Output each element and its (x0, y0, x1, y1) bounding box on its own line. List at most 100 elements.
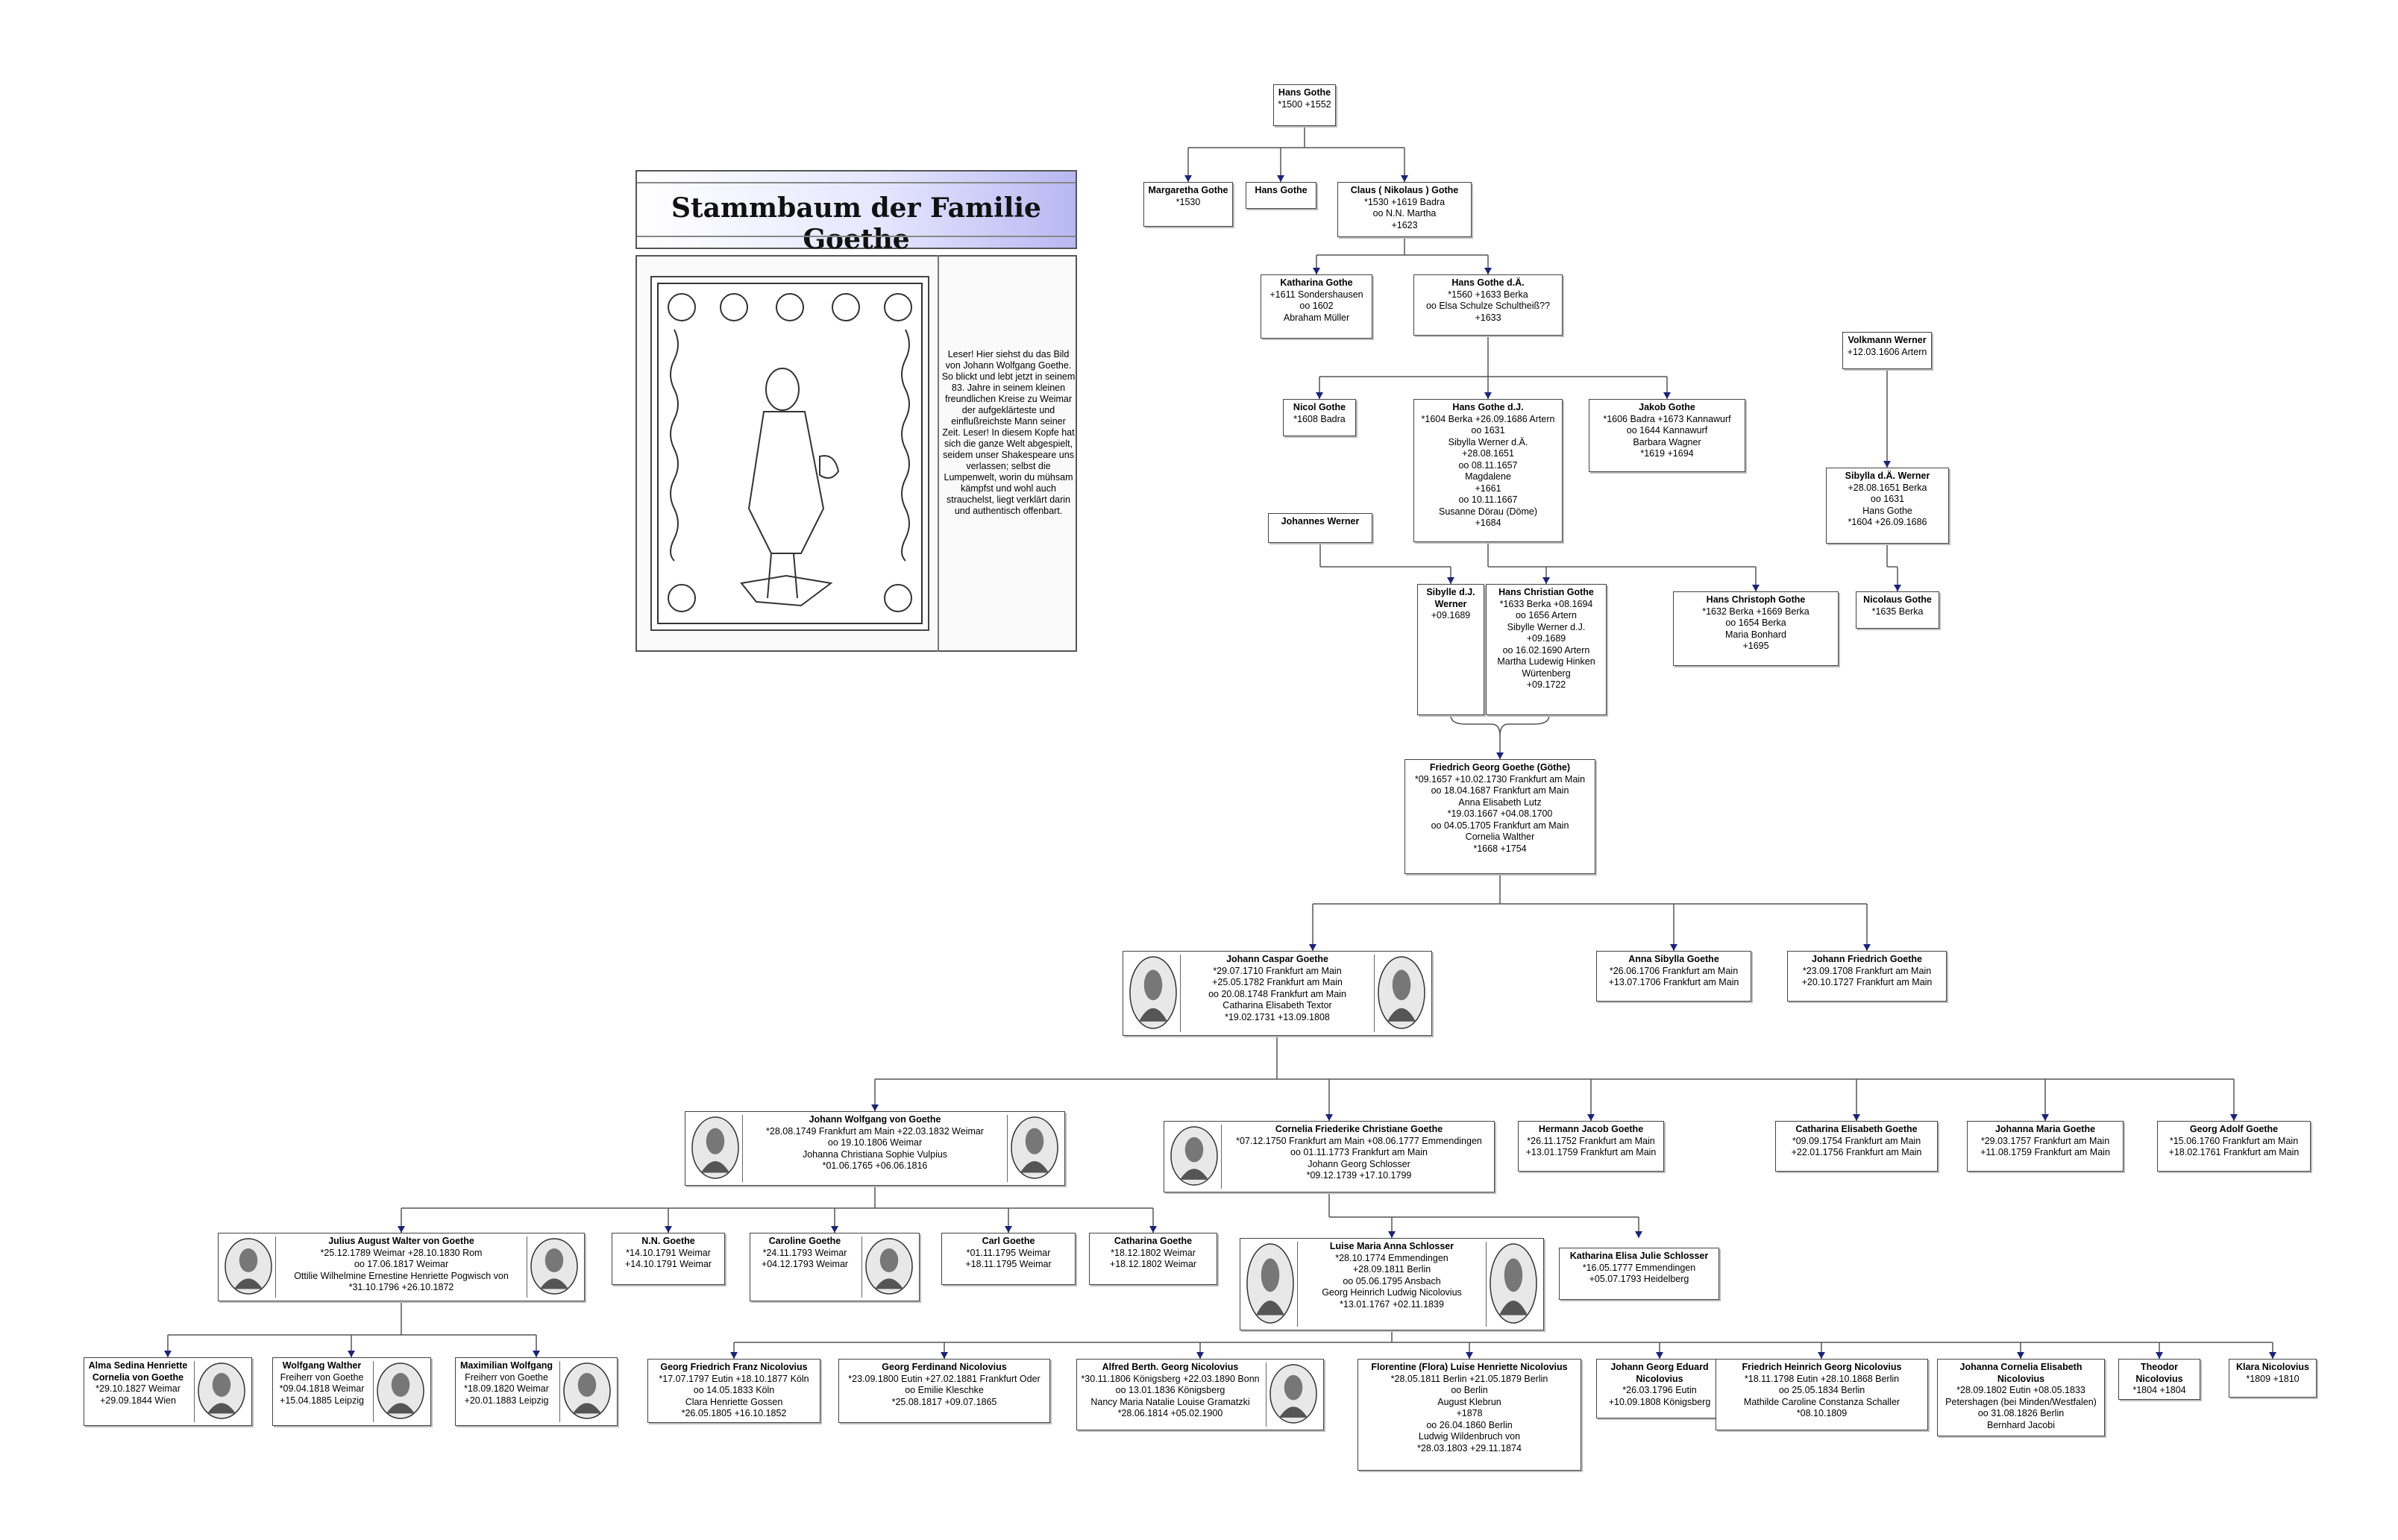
person-box-katharinaelisa: Katharina Elisa Julie Schlosser*16.05.17… (1559, 1248, 1719, 1300)
person-detail: +09.1689 (1431, 610, 1471, 620)
connector-arrow (1388, 1231, 1396, 1238)
person-detail: oo 19.10.1806 Weimar (827, 1137, 923, 1148)
person-name: Florentine (Flora) Luise Henriette Nicol… (1371, 1362, 1568, 1372)
person-detail: +10.09.1808 Königsberg (1608, 1396, 1711, 1407)
connector-arrow (1277, 175, 1284, 182)
person-detail: *1632 Berka +1669 Berka (1702, 606, 1810, 617)
portrait-thumbnail (861, 1236, 916, 1298)
person-box-gferdinand: Georg Ferdinand Nicolovius*23.09.1800 Eu… (838, 1359, 1050, 1423)
connector-arrow (1663, 392, 1671, 399)
person-detail: +09.1722 (1526, 679, 1566, 690)
person-name: Nicolaus Gothe (1863, 594, 1932, 605)
person-detail: Clara Henriette Gossen (685, 1396, 783, 1407)
person-box-friedrichheinrich: Friedrich Heinrich Georg Nicolovius*18.1… (1716, 1359, 1928, 1430)
portrait-thumbnail (559, 1361, 614, 1422)
connector-arrow (1313, 268, 1320, 274)
person-detail: *15.06.1760 Frankfurt am Main (2169, 1135, 2299, 1146)
person-detail: +28.08.1651 Berka (1848, 482, 1927, 493)
person-name: Katharina Elisa Julie Schlosser (1569, 1251, 1709, 1261)
person-detail: oo Emilie Kleschke (905, 1385, 984, 1395)
person-detail: *01.11.1795 Weimar (966, 1247, 1051, 1258)
person-box-johanngeorg: Johann Georg Eduard Nicolovius*26.03.179… (1596, 1359, 1723, 1418)
person-detail: +25.05.1782 Frankfurt am Main (1212, 977, 1343, 987)
connector-arrow (1316, 392, 1323, 399)
person-detail: oo Elsa Schulze Schultheiß?? (1425, 301, 1551, 311)
connector-arrow (1184, 175, 1192, 182)
person-detail: +1633 (1475, 312, 1501, 323)
person-detail: oo 01.11.1773 Frankfurt am Main (1290, 1147, 1428, 1157)
person-box-johannfriedrich: Johann Friedrich Goethe*23.09.1708 Frank… (1787, 951, 1947, 1002)
person-box-annasibylla: Anna Sibylla Goethe*26.06.1706 Frankfurt… (1596, 951, 1751, 1002)
person-box-friedrichgeorg: Friedrich Georg Goethe (Göthe)*09.1657 +… (1404, 759, 1595, 874)
person-detail: Hans Gothe (1862, 505, 1912, 516)
connector-arrow (1894, 585, 1901, 591)
connector-arrow (1670, 944, 1677, 951)
connector-arrow (941, 1352, 948, 1359)
person-detail: Freiherr von Goethe (465, 1371, 548, 1383)
person-name: Johann Georg Eduard Nicolovius (1610, 1362, 1709, 1384)
connector-arrow (2230, 1114, 2238, 1121)
connector-arrow (2017, 1352, 2024, 1359)
connector-arrow (348, 1351, 355, 1357)
person-box-klara: Klara Nicolovius*1809 +1810 (2229, 1359, 2317, 1398)
person-name: Hans Gothe d.J. (1452, 402, 1524, 412)
person-detail: Cornelia Walther (1465, 832, 1535, 842)
person-detail: oo 1656 Artern (1515, 610, 1577, 620)
person-name: Hans Gothe d.Ä. (1451, 277, 1525, 288)
person-detail: +05.07.1793 Heidelberg (1589, 1274, 1689, 1284)
person-detail: oo 10.11.1667 (1458, 494, 1518, 505)
person-detail: *1633 Berka +08.1694 (1499, 598, 1593, 609)
person-detail: Mathilde Caroline Constanza Schaller (1743, 1396, 1900, 1407)
person-detail: *29.07.1710 Frankfurt am Main (1213, 965, 1342, 976)
person-box-margaretha: Margaretha Gothe*1530 (1143, 182, 1233, 227)
person-detail: oo 18.04.1687 Frankfurt am Main (1431, 785, 1569, 796)
person-detail: oo 1602 (1299, 301, 1334, 311)
person-detail: *09.12.1739 +17.10.1799 (1306, 1170, 1412, 1181)
person-name: Friedrich Heinrich Georg Nicolovius (1742, 1362, 1902, 1372)
connector-arrow (2156, 1352, 2163, 1359)
person-box-hansJ: Hans Gothe d.J.*1604 Berka +26.09.1686 A… (1413, 399, 1563, 542)
person-detail: Barbara Wagner (1633, 436, 1701, 447)
person-name: Johann Friedrich Goethe (1812, 954, 1922, 964)
person-box-hans2: Hans Gothe (1246, 182, 1316, 209)
person-detail: *23.09.1708 Frankfurt am Main (1802, 965, 1932, 976)
person-name: Maximilian Wolfgang (459, 1360, 553, 1371)
connector-arrow (1196, 1352, 1204, 1359)
person-name: Klara Nicolovius (2236, 1362, 2309, 1372)
portrait-thumbnail (1167, 1125, 1222, 1189)
person-box-gfranz: Georg Friedrich Franz Nicolovius*17.07.1… (647, 1359, 820, 1423)
person-detail: *1606 Badra +1673 Kannawurf (1603, 413, 1731, 424)
person-detail: Ludwig Wildenbruch von (1418, 1431, 1521, 1442)
person-detail: *29.03.1757 Frankfurt am Main (1980, 1135, 2110, 1146)
person-box-sibylleJ: Sibylle d.J. Werner+09.1689 (1417, 584, 1484, 715)
person-box-johanncaspar: Johann Caspar Goethe*29.07.1710 Frankfur… (1123, 951, 1432, 1036)
person-detail: *28.06.1814 +05.02.1900 (1117, 1408, 1223, 1418)
person-name: Jakob Gothe (1639, 402, 1695, 412)
connector-arrow (533, 1351, 540, 1357)
person-detail: *29.10.1827 Weimar (95, 1383, 181, 1394)
person-box-luise: Luise Maria Anna Schlosser*28.10.1774 Em… (1240, 1238, 1544, 1330)
person-detail: Magdalene (1465, 471, 1511, 482)
person-detail: *31.10.1796 +26.10.1872 (348, 1282, 454, 1292)
person-name: Margaretha Gothe (1148, 185, 1228, 195)
person-detail: *19.03.1667 +04.08.1700 (1447, 808, 1553, 819)
person-detail: +13.01.1759 Frankfurt am Main (1525, 1147, 1657, 1157)
connector-arrow (1496, 752, 1504, 759)
person-detail: *1604 Berka +26.09.1686 Artern (1421, 413, 1555, 424)
person-name: Caroline Goethe (768, 1236, 841, 1246)
person-name: Cornelia Friederike Christiane Goethe (1275, 1124, 1443, 1134)
person-detail: *1560 +1633 Berka (1448, 289, 1528, 300)
person-name: Theodor Nicolovius (2135, 1362, 2183, 1384)
person-box-hanschristoph: Hans Christoph Gothe*1632 Berka +1669 Be… (1673, 591, 1839, 666)
person-box-volkmann: Volkmann Werner+12.03.1606 Artern (1842, 332, 1932, 369)
person-detail: oo 16.02.1690 Artern (1502, 644, 1590, 656)
person-detail: *1608 Badra (1293, 413, 1346, 424)
person-detail: Würtenberg (1522, 667, 1571, 679)
person-detail: *25.08.1817 +09.07.1865 (891, 1396, 997, 1407)
connector-arrow (1635, 1231, 1642, 1238)
portrait-thumbnail (1243, 1242, 1298, 1327)
person-detail: +28.08.1651 (1462, 448, 1514, 459)
connector-arrow (1401, 175, 1408, 182)
